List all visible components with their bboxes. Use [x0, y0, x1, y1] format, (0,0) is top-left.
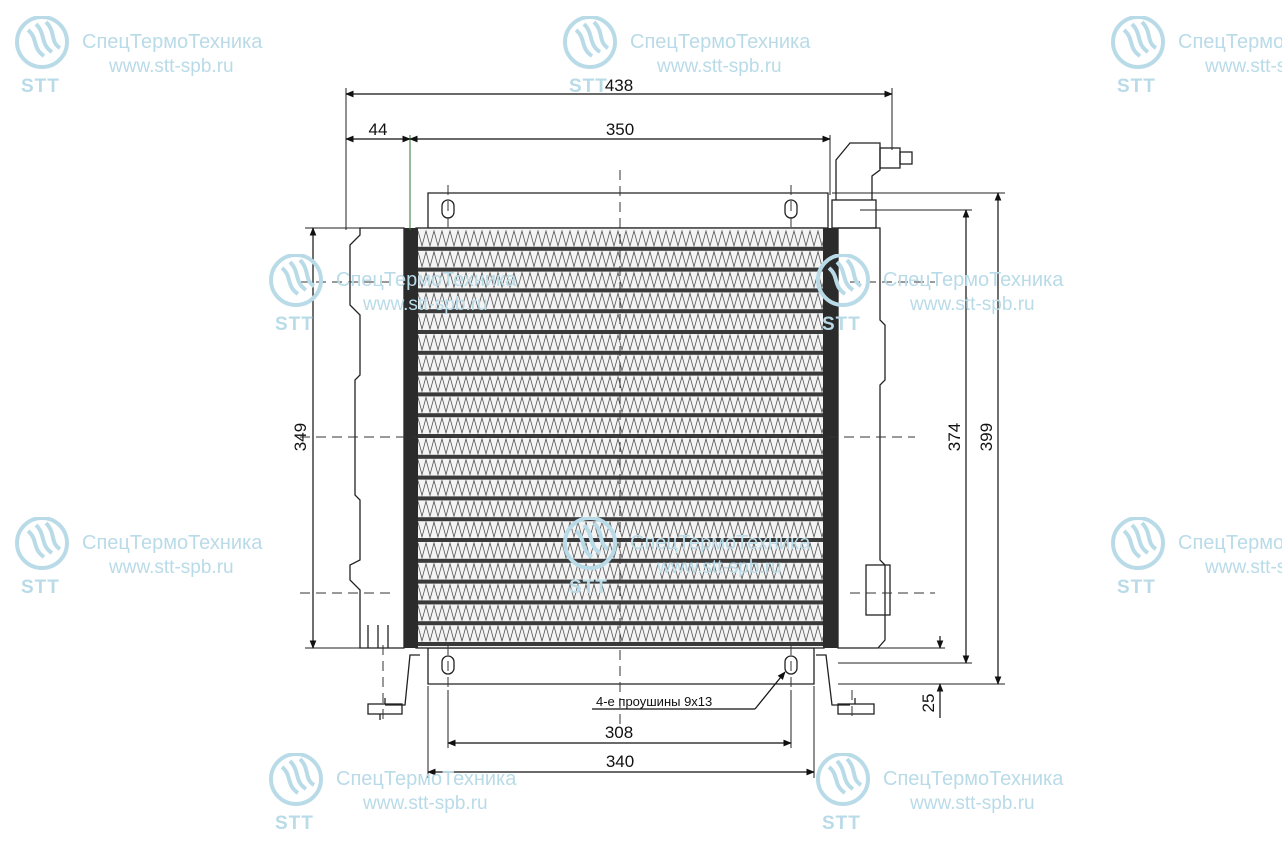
radiator-fin — [417, 437, 827, 456]
radiator-fin — [417, 479, 827, 497]
radiator-fin — [417, 354, 827, 373]
radiator-fin — [417, 458, 827, 477]
outlet-fitting — [831, 142, 913, 229]
extension-lines — [305, 88, 1005, 778]
dim-core-height: 349 — [291, 423, 310, 451]
dim-hole-spacing: 308 — [605, 723, 633, 742]
dim-overall-width: 438 — [605, 76, 633, 95]
left-foot-bracket — [367, 654, 420, 720]
radiator-fin — [417, 624, 827, 643]
left-housing — [349, 227, 405, 649]
dim-core-width: 350 — [606, 120, 634, 139]
radiator-fin — [417, 271, 827, 289]
center-lines — [300, 170, 935, 730]
radiator-fin — [417, 333, 827, 352]
radiator-fin — [417, 520, 827, 539]
radiator-tube — [418, 371, 823, 376]
radiator-fin — [417, 416, 827, 435]
radiator-fin — [417, 375, 827, 393]
mounting-holes-note: 4-е проушины 9х13 — [596, 694, 712, 709]
left-side-plate — [404, 228, 418, 648]
top-mounting-flange — [427, 192, 829, 229]
dim-height-inner: 374 — [945, 423, 964, 451]
radiator-fin — [417, 603, 827, 622]
radiator-fin — [417, 499, 827, 518]
radiator-tube — [418, 579, 823, 584]
dim-bracket-width: 340 — [606, 752, 634, 771]
radiator-tube — [418, 517, 823, 522]
dim-bracket-offset: 25 — [919, 694, 938, 713]
radiator-fin — [417, 562, 827, 581]
radiator-fin — [417, 395, 827, 414]
radiator-fin — [417, 291, 827, 310]
dimension-lines — [309, 90, 1002, 776]
radiator-tube — [418, 246, 823, 251]
holes-leader — [592, 671, 786, 710]
right-foot-bracket — [816, 654, 875, 715]
right-side-plate — [823, 228, 838, 648]
radiator-fin — [417, 541, 827, 560]
dim-left-offset: 44 — [369, 120, 388, 139]
bottom-mounting-flange — [427, 647, 815, 685]
radiator-tube — [418, 454, 823, 459]
radiator-fin — [417, 583, 827, 601]
radiator-tube — [418, 309, 823, 314]
radiator-fin — [417, 250, 827, 269]
right-tank — [837, 227, 891, 649]
radiator-fin — [417, 229, 827, 248]
dim-height-outer: 399 — [977, 423, 996, 451]
radiator-fin — [417, 312, 827, 331]
